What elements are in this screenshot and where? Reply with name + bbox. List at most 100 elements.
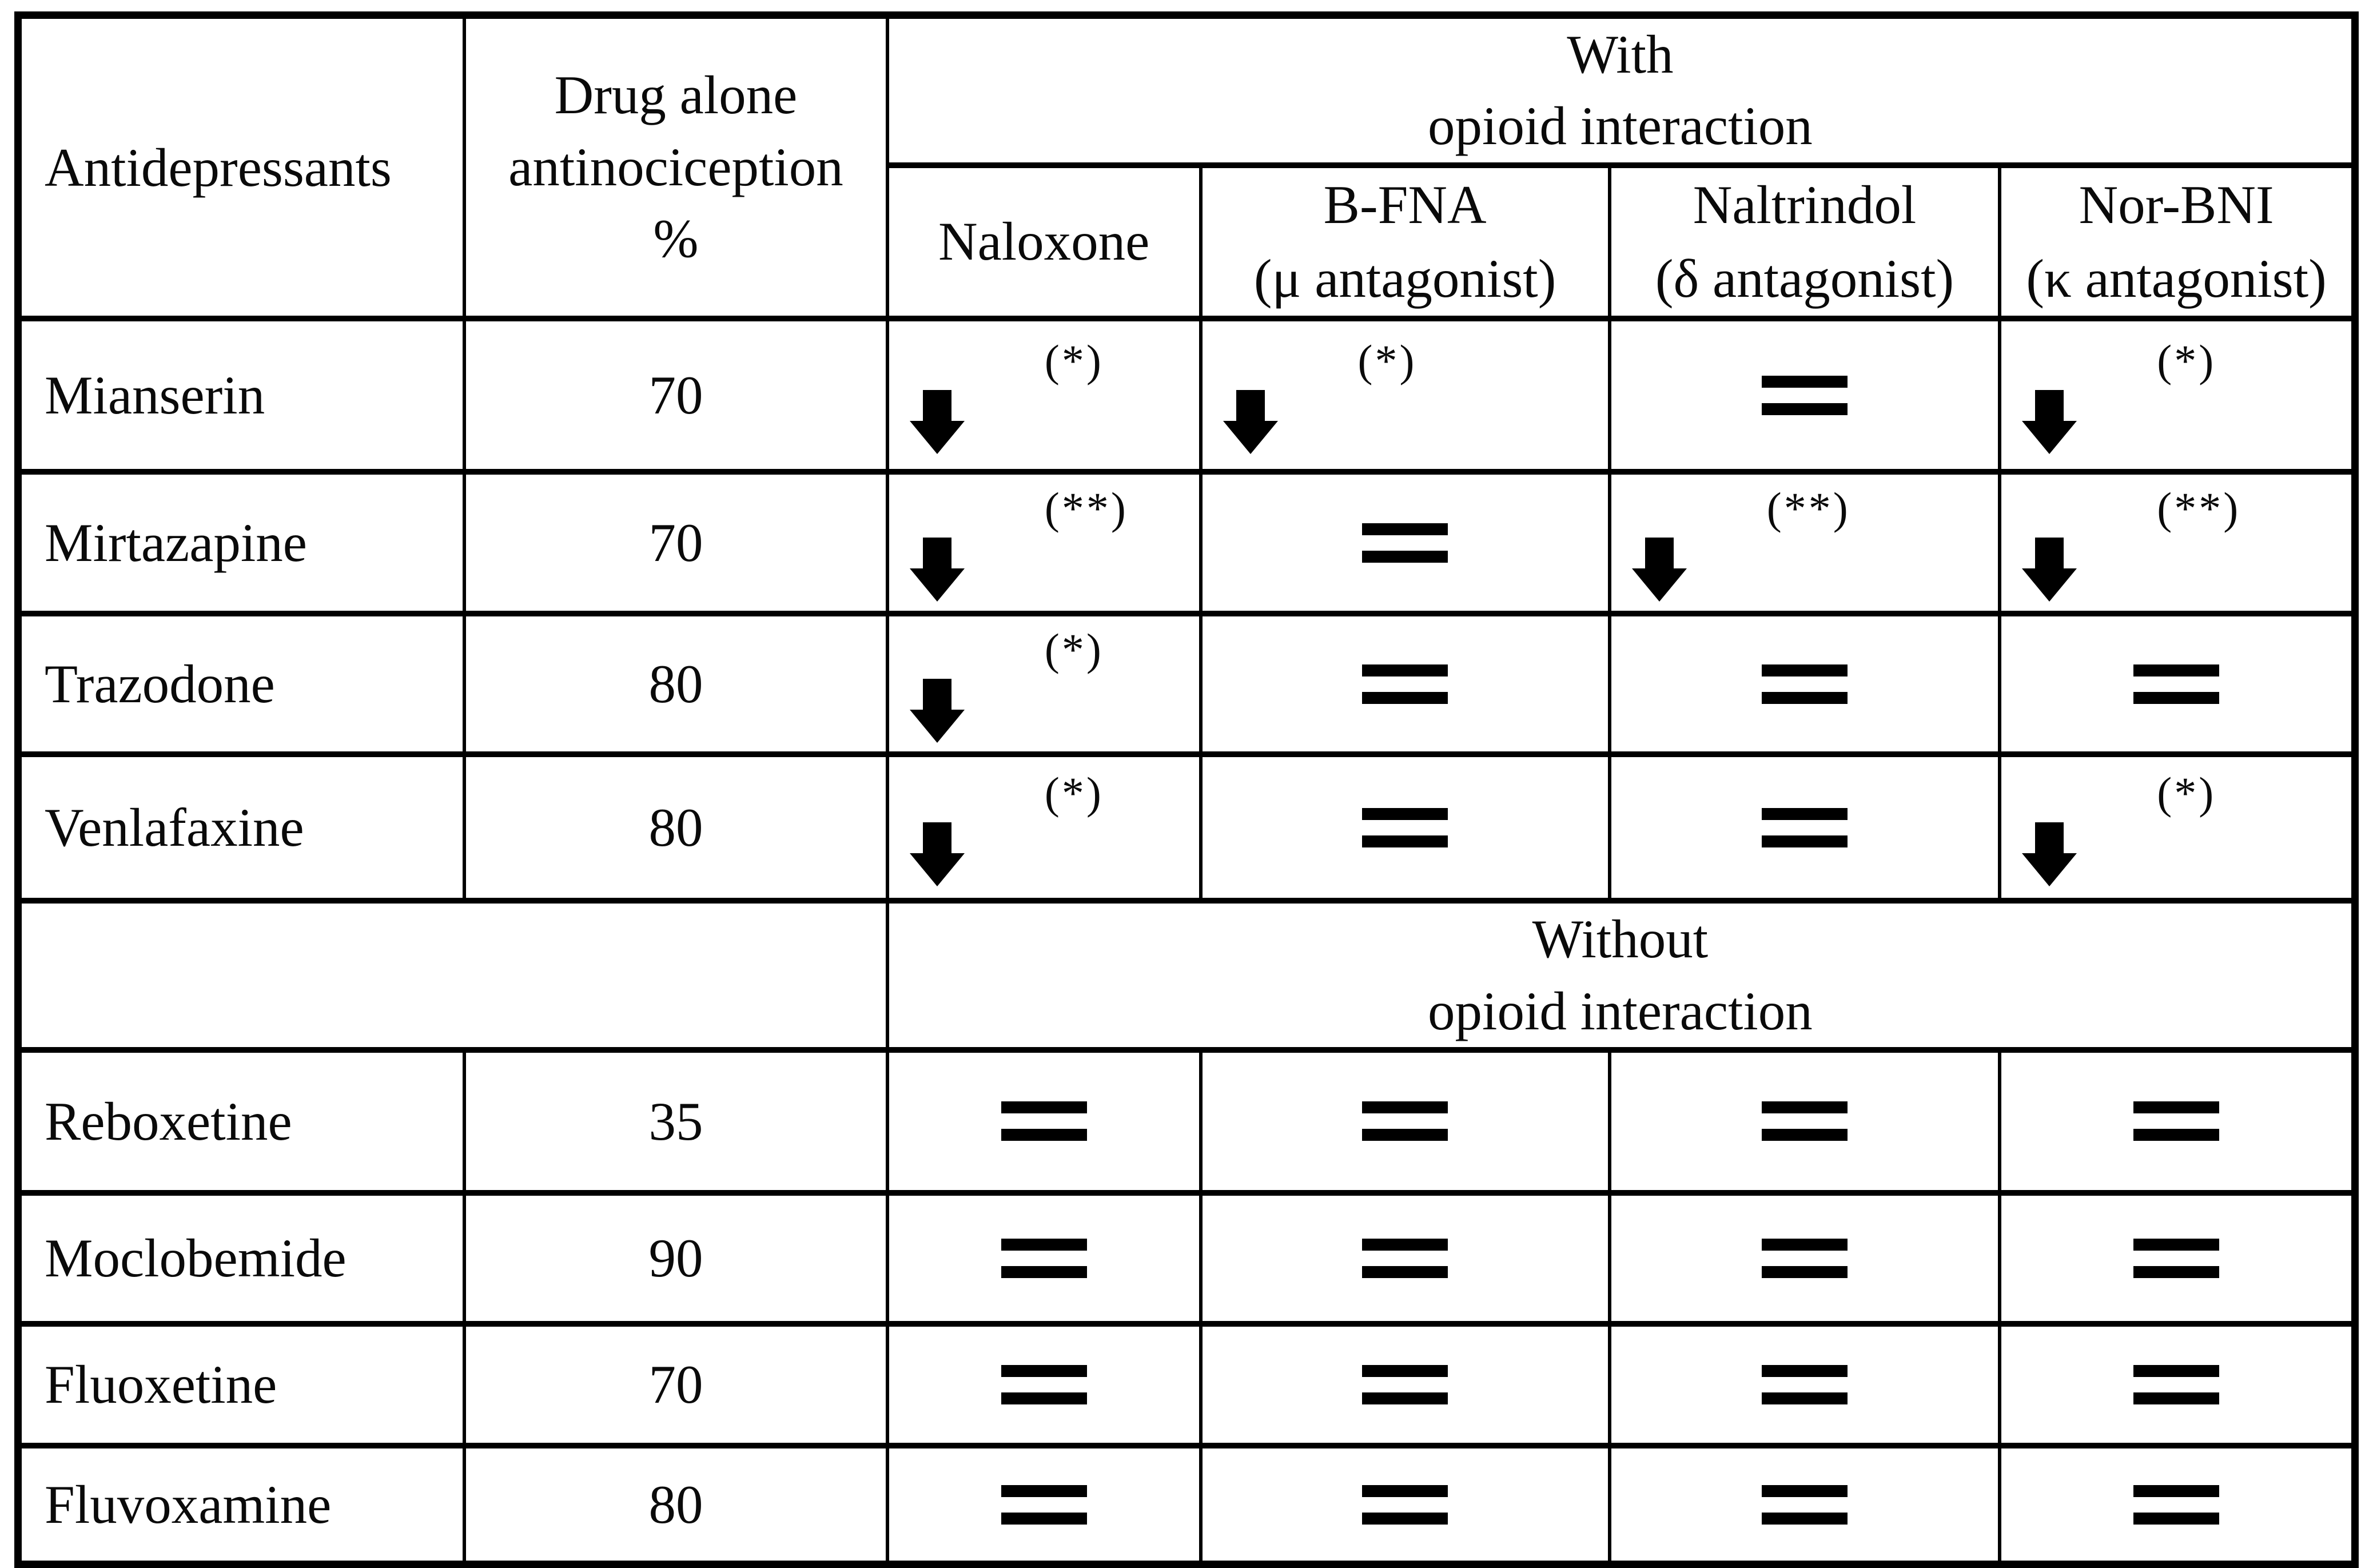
down-arrow-icon [2022,538,2077,602]
bfna-cell [1199,751,1611,904]
bfna-cell [1199,1189,1611,1327]
equals-icon [1761,807,1848,847]
equals-icon [1761,1238,1848,1278]
table-row: Fluoxetine 70 [16,1320,2357,1448]
table-row: Fluvoxamine 80 [16,1442,2357,1567]
equals-icon [1001,1364,1087,1404]
bfna-cell [1199,611,1611,758]
decrease-symbol-group: (*) [891,336,1197,455]
naltrindol-cell [1607,1442,2002,1567]
equals-icon [1001,1238,1087,1278]
naltrindol-cell [1607,751,2002,904]
equals-icon [2133,1238,2220,1278]
equals-icon [1761,1485,1848,1525]
naloxone-cell [885,1046,1203,1196]
significance-marker: (*) [2157,336,2216,386]
equals-icon [1362,1238,1448,1278]
norbni-cell [1998,1189,2357,1327]
antinociception-percent: 80 [463,1442,889,1567]
decrease-symbol-group: (**) [2003,484,2351,602]
naloxone-cell [885,1442,1203,1567]
antidepressant-name: Fluoxetine [16,1320,467,1448]
naloxone-cell: (*) [885,751,1203,904]
equals-icon [1761,1101,1848,1141]
rows-without-opioid-interaction: Reboxetine 35 Moclobemide 90 Fluoxetine … [16,1046,2357,1567]
antidepressant-name: Mirtazapine [16,469,467,617]
norbni-cell [1998,1046,2357,1196]
significance-marker: (*) [1357,336,1417,386]
header-naloxone: Naloxone [885,162,1203,322]
header-antidepressants: Antidepressants [16,12,467,322]
down-arrow-icon [909,390,965,455]
equals-icon [1362,1101,1448,1141]
naloxone-cell: (*) [885,316,1203,475]
bfna-cell [1199,1442,1611,1567]
antidepressant-name: Fluvoxamine [16,1442,467,1567]
equals-icon [2133,1364,2220,1404]
decrease-symbol-group: (*) [2003,768,2351,887]
equals-icon [1761,664,1848,704]
bfna-cell [1199,469,1611,617]
antinociception-percent: 70 [463,316,889,475]
decrease-symbol-group: (*) [891,624,1197,743]
antidepressant-opioid-table: Antidepressants Drug alone antinocicepti… [14,11,2359,1568]
norbni-cell: (**) [1998,469,2357,617]
bfna-cell [1199,1046,1611,1196]
table-row: Mirtazapine 70 (**) (**) (**) [16,469,2357,617]
decrease-symbol-group: (*) [1204,336,1606,455]
naloxone-cell: (*) [885,611,1203,758]
naltrindol-cell [1607,1046,2002,1196]
naltrindol-cell [1607,1189,2002,1327]
significance-marker: (*) [1044,768,1104,818]
empty-cell [16,898,889,1053]
naltrindol-cell: (**) [1607,469,2002,617]
decrease-symbol-group: (*) [2003,336,2351,455]
table-figure: Antidepressants Drug alone antinocicepti… [14,11,2359,1568]
significance-marker: (*) [1044,336,1104,386]
table-row: Trazodone 80 (*) [16,611,2357,758]
equals-icon [1001,1101,1087,1141]
naloxone-cell [885,1320,1203,1448]
table-row: Moclobemide 90 [16,1189,2357,1327]
bfna-cell [1199,1320,1611,1448]
header-norbni-kappa-antagonist: Nor-BNI (κ antagonist) [1998,162,2357,322]
down-arrow-icon [2022,822,2077,887]
equals-icon [1362,664,1448,704]
header-naltrindol-delta-antagonist: Naltrindol (δ antagonist) [1607,162,2002,322]
antidepressant-name: Reboxetine [16,1046,467,1196]
equals-icon [1001,1485,1087,1525]
antinociception-percent: 80 [463,611,889,758]
antidepressant-name: Mianserin [16,316,467,475]
decrease-symbol-group: (**) [891,484,1197,602]
equals-icon [1362,807,1448,847]
header-with-opioid-interaction: With opioid interaction [885,12,2357,168]
header-row-antagonists: Naloxone B-FNA (μ antagonist) Naltrindol… [18,162,2357,322]
header-row-groups: Antidepressants Drug alone antinocicepti… [16,12,2357,322]
down-arrow-icon [1223,390,1278,455]
naloxone-cell [885,1189,1203,1327]
antinociception-percent: 80 [463,751,889,904]
down-arrow-icon [909,822,965,887]
equals-icon [2133,1101,2220,1141]
equals-icon [2133,1485,2220,1525]
antinociception-percent: 90 [463,1189,889,1327]
equals-icon [2133,664,2220,704]
rows-with-opioid-interaction: Mianserin 70 (*) (*) (*) Mirtazapine 70 … [16,316,2357,904]
equals-icon [1362,523,1448,563]
significance-marker: (*) [2157,768,2216,818]
down-arrow-icon [909,538,965,602]
significance-marker: (**) [1766,483,1850,534]
down-arrow-icon [909,679,965,743]
table-row: Reboxetine 35 [16,1046,2357,1196]
antidepressant-name: Venlafaxine [16,751,467,904]
norbni-cell [1998,1320,2357,1448]
norbni-cell: (*) [1998,316,2357,475]
naloxone-cell: (**) [885,469,1203,617]
equals-icon [1761,1364,1848,1404]
norbni-cell: (*) [1998,751,2357,904]
decrease-symbol-group: (*) [891,768,1197,887]
significance-marker: (*) [1044,624,1104,675]
down-arrow-icon [2022,390,2077,455]
table-row: Venlafaxine 80 (*) (*) [16,751,2357,904]
naltrindol-cell [1607,316,2002,475]
